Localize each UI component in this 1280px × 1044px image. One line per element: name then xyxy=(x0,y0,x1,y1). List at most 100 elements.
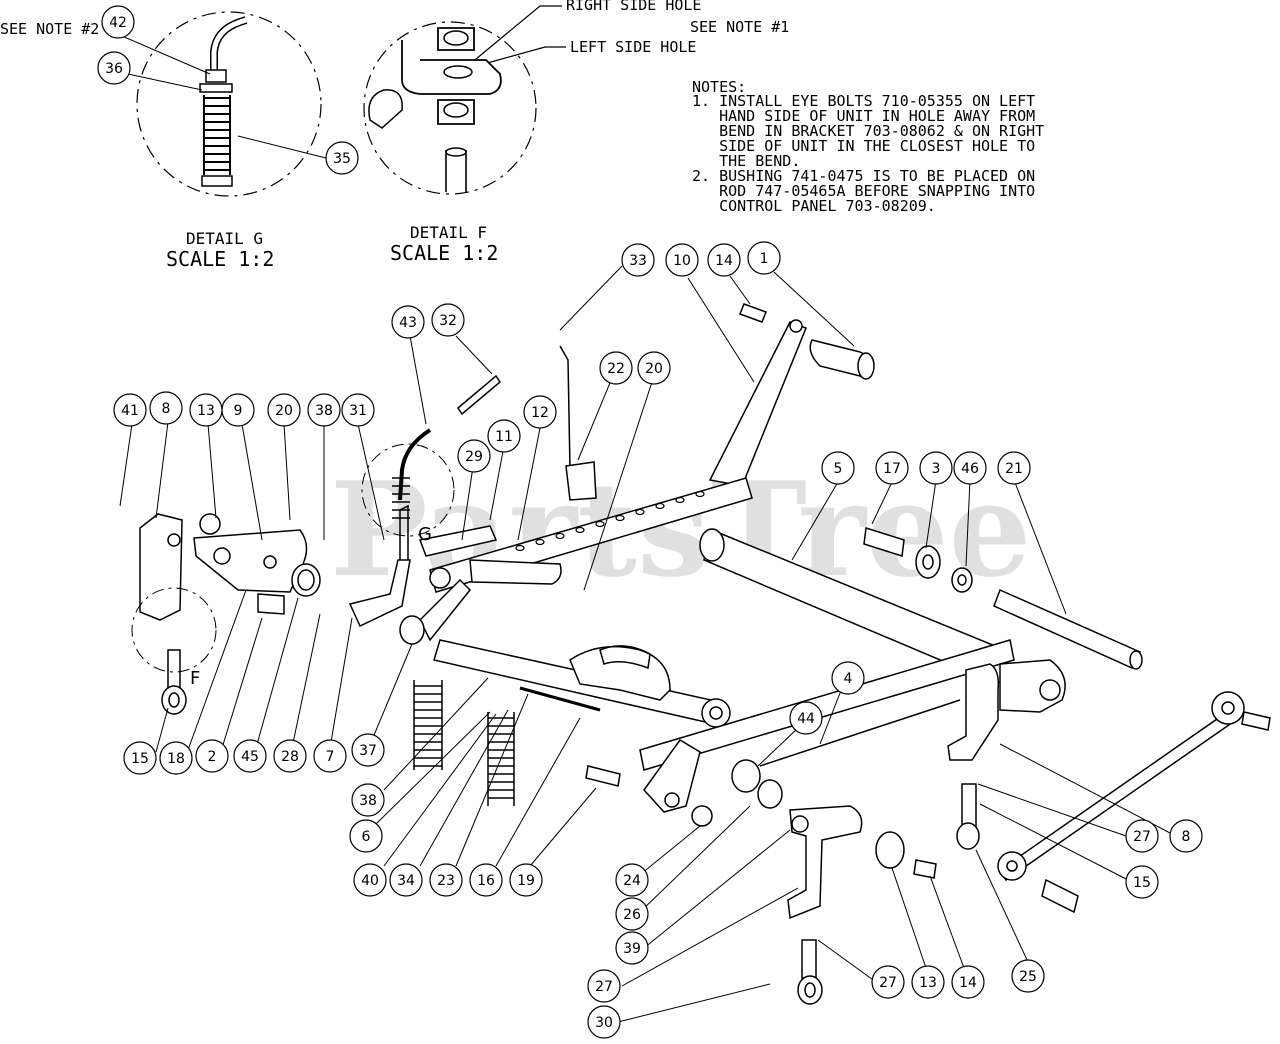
callout-circle xyxy=(1125,819,1159,853)
callout-number: 35 xyxy=(333,151,351,167)
callout-circle xyxy=(1169,819,1203,853)
callout-number: 37 xyxy=(359,743,377,759)
callout-14: 14 xyxy=(707,243,741,277)
callout-38: 38 xyxy=(307,393,341,427)
callout-circle xyxy=(919,451,953,485)
callout-number: 27 xyxy=(1133,829,1151,845)
callout-29: 29 xyxy=(457,439,491,473)
callout-circle xyxy=(349,819,383,853)
callout-number: 38 xyxy=(315,403,333,419)
callout-circle xyxy=(621,243,655,277)
callout-number: 33 xyxy=(629,253,647,269)
callout-number: 31 xyxy=(349,403,367,419)
callout-14: 14 xyxy=(951,965,985,999)
callout-number: 12 xyxy=(531,405,549,421)
callout-circle xyxy=(587,969,621,1003)
callout-34: 34 xyxy=(389,863,423,897)
callout-9: 9 xyxy=(221,393,255,427)
callout-number: 32 xyxy=(439,313,457,329)
callout-circle xyxy=(457,439,491,473)
callout-circle xyxy=(1011,959,1045,993)
detail-f-marker: F xyxy=(190,668,200,689)
callout-number: 46 xyxy=(961,461,979,477)
callout-39: 39 xyxy=(615,931,649,965)
callout-circle xyxy=(615,897,649,931)
callout-40: 40 xyxy=(353,863,387,897)
callout-circle xyxy=(997,451,1031,485)
callout-circle xyxy=(831,661,865,695)
callout-number: 36 xyxy=(105,61,123,77)
callout-46: 46 xyxy=(953,451,987,485)
callout-number: 27 xyxy=(879,975,897,991)
callout-number: 14 xyxy=(715,253,733,269)
callout-leaders xyxy=(119,35,1173,1023)
callout-circle xyxy=(101,5,135,39)
callout-number: 18 xyxy=(167,751,185,767)
callout-41: 41 xyxy=(113,393,147,427)
detail-f: DETAIL F SCALE 1:2 xyxy=(363,21,537,265)
callout-number: 8 xyxy=(1182,829,1191,845)
callout-circle xyxy=(637,351,671,385)
callout-circle xyxy=(469,863,503,897)
note-line: SIDE OF UNIT IN THE CLOSEST HOLE TO xyxy=(692,137,1035,155)
callout-10: 10 xyxy=(665,243,699,277)
callout-circle xyxy=(615,931,649,965)
callout-37: 37 xyxy=(351,733,385,767)
callout-13: 13 xyxy=(911,965,945,999)
note-line: HAND SIDE OF UNIT IN HOLE AWAY FROM xyxy=(692,107,1035,125)
callout-circle xyxy=(953,451,987,485)
callout-circle xyxy=(615,863,649,897)
callout-number: 8 xyxy=(162,401,171,417)
callout-number: 42 xyxy=(109,15,127,31)
callout-circle xyxy=(341,393,375,427)
detail-f-title: DETAIL F xyxy=(410,223,487,242)
callout-number: 28 xyxy=(281,749,299,765)
callout-number: 20 xyxy=(645,361,663,377)
callout-3: 3 xyxy=(919,451,953,485)
callout-30: 30 xyxy=(587,1005,621,1039)
callout-13: 13 xyxy=(189,393,223,427)
callout-number: 13 xyxy=(919,975,937,991)
callout-circle xyxy=(221,393,255,427)
callout-8: 8 xyxy=(149,391,183,425)
callout-number: 39 xyxy=(623,941,641,957)
callout-circle xyxy=(195,739,229,773)
callout-45: 45 xyxy=(233,739,267,773)
callout-circle xyxy=(391,305,425,339)
callout-36: 36 xyxy=(97,51,131,85)
callout-circle xyxy=(487,419,521,453)
detail-f-scale: SCALE 1:2 xyxy=(390,241,498,265)
callout-number: 43 xyxy=(399,315,417,331)
callout-20: 20 xyxy=(267,393,301,427)
callout-number: 7 xyxy=(326,749,335,765)
callout-number: 2 xyxy=(208,749,217,765)
callout-circle xyxy=(875,451,909,485)
callout-circle xyxy=(233,739,267,773)
callout-number: 22 xyxy=(607,361,625,377)
detail-g-title: DETAIL G xyxy=(186,229,263,248)
callout-21: 21 xyxy=(997,451,1031,485)
callout-circle xyxy=(587,1005,621,1039)
see-note-1-label: SEE NOTE #1 xyxy=(690,18,789,36)
callout-circle xyxy=(351,733,385,767)
callout-circle xyxy=(97,51,131,85)
callout-circle xyxy=(149,391,183,425)
callout-7: 7 xyxy=(313,739,347,773)
callout-number: 16 xyxy=(477,873,495,889)
detail-f-outline xyxy=(131,587,217,673)
callout-42: 42 xyxy=(101,5,135,39)
callout-23: 23 xyxy=(429,863,463,897)
callout-number: 30 xyxy=(595,1015,613,1031)
callout-27: 27 xyxy=(1125,819,1159,853)
see-note-2-label: SEE NOTE #2 xyxy=(0,20,99,38)
callout-6: 6 xyxy=(349,819,383,853)
callout-circle xyxy=(429,863,463,897)
callout-18: 18 xyxy=(159,741,193,775)
callout-number: 29 xyxy=(465,449,483,465)
callout-circle xyxy=(665,243,699,277)
callout-circle xyxy=(325,141,359,175)
callout-circle xyxy=(389,863,423,897)
callout-27: 27 xyxy=(587,969,621,1003)
callout-number: 6 xyxy=(362,829,371,845)
